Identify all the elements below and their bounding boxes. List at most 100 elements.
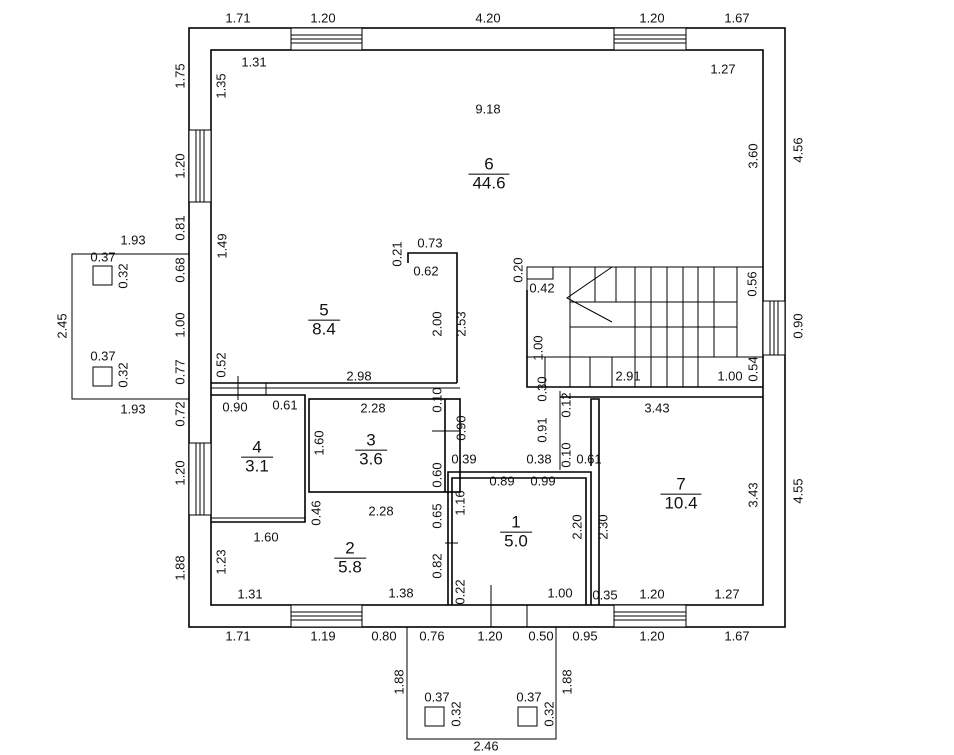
dimension-label: 0.30	[534, 376, 550, 402]
dimension-label: 1.71	[225, 10, 251, 26]
dimension-label: 1.49	[214, 233, 230, 259]
dimension-label: 0.90	[222, 399, 248, 415]
dimension-label: 0.37	[90, 348, 116, 364]
dimension-label: 1.20	[477, 628, 503, 644]
left-porch-post-upper	[92, 265, 113, 286]
dimension-label: 0.56	[744, 271, 760, 297]
dimension-label: 1.67	[724, 10, 750, 26]
dimension-label: 2.98	[346, 368, 372, 384]
dimension-label: 0.65	[429, 503, 445, 529]
dimension-label: 1.00	[530, 335, 546, 361]
dimension-label: 1.75	[172, 63, 188, 89]
dimension-label: 0.72	[172, 401, 188, 427]
dimension-label: 1.31	[237, 586, 263, 602]
dimension-label: 0.61	[272, 397, 298, 413]
dimension-label: 1.88	[172, 555, 188, 581]
dimension-label: 0.39	[451, 451, 477, 467]
dimension-label: 0.76	[419, 628, 445, 644]
room-number: 7	[660, 475, 702, 495]
wall-room1	[447, 471, 592, 605]
dimension-label: 2.91	[615, 368, 641, 384]
bottom-porch-post-left	[424, 706, 445, 727]
room-number: 3	[355, 431, 387, 451]
dimension-label: 2.00	[429, 311, 445, 337]
dimension-label: 0.32	[541, 701, 557, 727]
dimension-label: 1.60	[311, 430, 327, 456]
dimension-label: 1.20	[639, 628, 665, 644]
dimension-label: 1.19	[310, 628, 336, 644]
dimension-label: 0.37	[90, 249, 116, 265]
room-area: 10.4	[664, 493, 698, 513]
dimension-label: 0.32	[115, 263, 131, 289]
dimension-label: 1.88	[391, 669, 407, 695]
dimension-label: 0.73	[417, 235, 443, 251]
room-area: 3.1	[245, 456, 269, 476]
dimension-label: 1.27	[710, 61, 736, 77]
wall-corridor-right	[590, 398, 600, 605]
left-porch	[71, 253, 189, 400]
dimension-label: 0.90	[790, 313, 806, 339]
dimension-label: 0.62	[413, 263, 439, 279]
dimension-label: 1.27	[714, 586, 740, 602]
room-number: 5	[308, 301, 340, 321]
dimension-label: 1.20	[172, 153, 188, 179]
staircase	[526, 266, 763, 388]
window-bottom-left	[290, 604, 363, 628]
dimension-label: 0.10	[558, 442, 574, 468]
bottom-porch	[406, 627, 557, 740]
dimension-label: 2.30	[595, 514, 611, 540]
window-bottom-right	[613, 604, 687, 628]
dimension-label: 0.20	[510, 257, 526, 283]
dimension-label: 1.20	[639, 10, 665, 26]
dimension-label: 0.91	[534, 417, 550, 443]
window-right	[762, 300, 786, 356]
dimension-label: 4.20	[475, 10, 501, 26]
dimension-label: 1.20	[172, 460, 188, 486]
dimension-label: 1.00	[547, 585, 573, 601]
dimension-label: 1.67	[724, 628, 750, 644]
dimension-label: 1.35	[213, 73, 229, 99]
dimension-label: 2.20	[569, 514, 585, 540]
dimension-label: 1.20	[310, 10, 336, 26]
dimension-label: 3.60	[745, 143, 761, 169]
dimension-label: 0.21	[389, 241, 405, 267]
room-area: 5.8	[338, 557, 362, 577]
dimension-label: 0.12	[558, 392, 574, 418]
dimension-label: 0.10	[429, 387, 445, 413]
room-number: 4	[241, 438, 273, 458]
wall-room5-right	[407, 252, 458, 383]
dimension-label: 1.00	[717, 368, 743, 384]
room-area: 44.6	[472, 173, 506, 193]
left-porch-post-lower	[92, 366, 113, 387]
dimension-label: 2.45	[54, 313, 70, 339]
dimension-label: 0.42	[529, 280, 555, 296]
room-number: 1	[500, 513, 532, 533]
dimension-label: 1.93	[120, 401, 146, 417]
dimension-label: 3.43	[644, 400, 670, 416]
dimension-label: 1.38	[388, 585, 414, 601]
wall-room1-inner	[451, 477, 587, 605]
room-area: 8.4	[312, 319, 336, 339]
dimension-label: 0.46	[308, 500, 324, 526]
wall-room4	[211, 394, 306, 523]
room-area: 3.6	[359, 449, 383, 469]
dimension-label: 0.68	[172, 257, 188, 283]
dimension-label: 0.77	[172, 359, 188, 385]
dimension-label: 1.71	[225, 628, 251, 644]
room-area: 5.0	[504, 531, 528, 551]
dimension-label: 0.32	[448, 701, 464, 727]
dimension-label: 1.88	[559, 669, 575, 695]
dimension-label: 0.81	[172, 215, 188, 241]
dimension-label: 0.37	[424, 689, 450, 705]
dimension-label: 3.43	[745, 482, 761, 508]
dimension-label: 0.32	[115, 362, 131, 388]
dimension-label: 4.55	[790, 478, 806, 504]
dimension-label: 0.54	[745, 356, 761, 382]
